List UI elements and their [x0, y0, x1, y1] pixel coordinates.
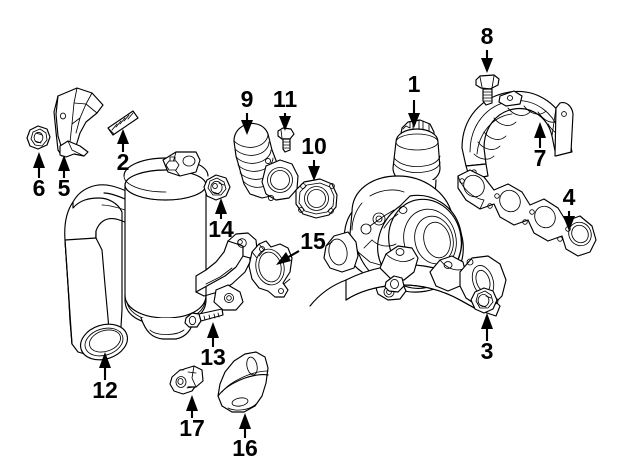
- part-downpipe-gasket: [248, 240, 293, 298]
- part-exhaust-manifold-gasket: [457, 169, 597, 257]
- part-heat-shield-bolt: [475, 74, 500, 106]
- callout-number-16: 16: [232, 435, 258, 461]
- arrowhead-10: [308, 166, 320, 181]
- part-downpipe-bolt: [184, 308, 224, 328]
- arrowhead-6: [33, 152, 45, 168]
- part-heat-shield-bracket: [53, 87, 104, 158]
- callout-13: 13: [200, 322, 226, 370]
- part-turbo-inlet-gasket: [295, 178, 338, 219]
- part-heat-shield-nut: [26, 125, 51, 150]
- callout-17: 17: [179, 395, 205, 441]
- part-exhaust-manifold-stud: [107, 110, 139, 136]
- callout-4: 4: [563, 184, 576, 231]
- arrowhead-12: [99, 352, 111, 368]
- callout-number-11: 11: [273, 86, 298, 112]
- part-support-bracket: [217, 351, 269, 413]
- callout-11: 11: [273, 86, 298, 131]
- callout-number-17: 17: [179, 415, 205, 441]
- callout-2: 2: [117, 129, 130, 175]
- callout-number-13: 13: [200, 344, 226, 370]
- arrowhead-11: [279, 116, 291, 131]
- callout-number-12: 12: [92, 377, 118, 403]
- callout-number-8: 8: [481, 23, 494, 49]
- callout-10: 10: [301, 133, 327, 181]
- callout-16: 16: [232, 413, 258, 461]
- arrowhead-14: [215, 198, 227, 214]
- part-inlet-bolt: [277, 127, 295, 153]
- arrowhead-13: [207, 322, 219, 338]
- callout-1: 1: [408, 71, 421, 128]
- arrowhead-2: [117, 129, 129, 144]
- arrowhead-4: [563, 216, 575, 231]
- part-exhaust-manifold: [309, 245, 507, 317]
- callout-8: 8: [481, 23, 494, 73]
- callout-number-15: 15: [300, 228, 326, 254]
- callout-5: 5: [58, 155, 71, 201]
- callout-14: 14: [208, 198, 234, 242]
- callout-9: 9: [241, 86, 254, 135]
- arrowhead-3: [481, 313, 493, 329]
- arrowhead-1: [408, 113, 420, 128]
- callout-number-2: 2: [117, 149, 130, 175]
- callout-3: 3: [481, 313, 494, 364]
- callout-7: 7: [534, 122, 547, 171]
- part-oil-feed-fitting: [169, 365, 204, 395]
- arrowhead-9: [241, 120, 253, 135]
- callout-12: 12: [92, 352, 118, 403]
- callout-15: 15: [276, 228, 326, 265]
- callout-number-3: 3: [481, 338, 494, 364]
- callout-number-7: 7: [534, 145, 547, 171]
- part-air-inlet-bellows: [233, 122, 299, 202]
- callout-number-6: 6: [33, 175, 46, 201]
- part-sensor-nut: [203, 174, 231, 201]
- callout-number-1: 1: [408, 71, 421, 97]
- arrowhead-16: [239, 413, 251, 429]
- arrowhead-15: [276, 252, 291, 265]
- arrowhead-7: [534, 122, 546, 138]
- arrowhead-5: [58, 155, 70, 171]
- arrowhead-17: [186, 395, 198, 411]
- callout-number-9: 9: [241, 86, 254, 112]
- callout-number-4: 4: [563, 184, 576, 210]
- part-diesel-particulate-filter: [101, 151, 209, 340]
- callout-number-5: 5: [58, 175, 71, 201]
- part-turbocharger-heat-shield: [461, 90, 574, 180]
- callout-number-10: 10: [301, 133, 327, 159]
- arrowhead-8: [481, 58, 493, 73]
- callout-number-14: 14: [208, 216, 234, 242]
- part-manifold-nut: [470, 287, 498, 314]
- callout-6: 6: [33, 152, 46, 201]
